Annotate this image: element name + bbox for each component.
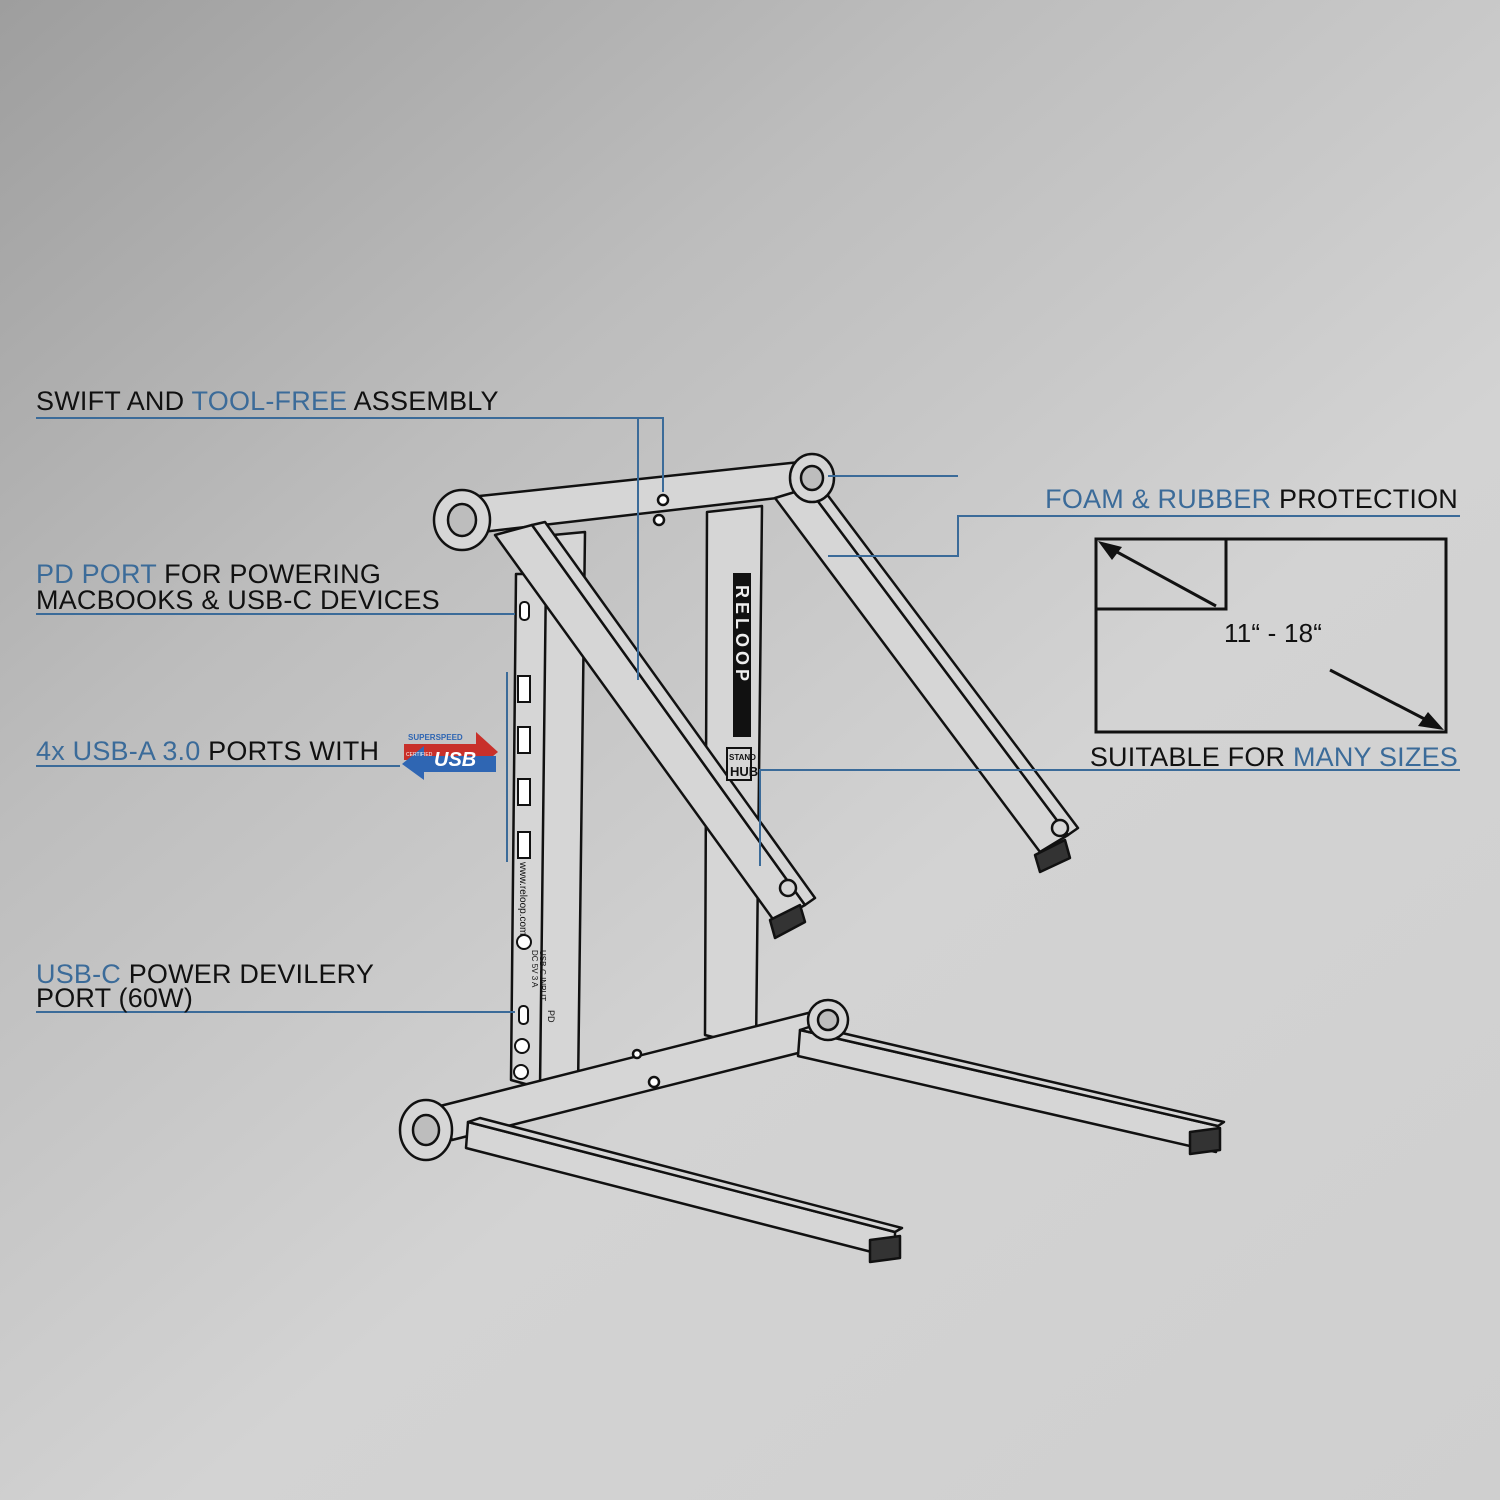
- bottom-crossbar: [438, 1008, 832, 1142]
- svg-text:CERTIFIED: CERTIFIED: [406, 752, 433, 758]
- front-foot: [464, 1120, 897, 1260]
- usb-a-port-4: [517, 831, 531, 859]
- usb-a-port-1: [517, 675, 531, 703]
- label-pd-port: PD PORT FOR POWERING: [36, 559, 382, 589]
- leader-assembly: [36, 417, 664, 492]
- svg-text:HUB: HUB: [730, 764, 758, 779]
- usb-a-port-3: [517, 778, 531, 806]
- label-foam: FOAM & RUBBER PROTECTION: [1045, 484, 1458, 514]
- svg-text:SUPERSPEED: SUPERSPEED: [408, 733, 463, 742]
- brand-plate: [733, 573, 751, 737]
- leader-foam: [828, 515, 1460, 557]
- pd-port: [519, 601, 530, 621]
- size-range-label: 11“ - 18“: [1224, 618, 1323, 648]
- back-foot: [796, 1028, 1220, 1154]
- label-sizes: SUITABLE FOR MANY SIZES: [1089, 742, 1458, 772]
- svg-text:STAND: STAND: [729, 753, 756, 762]
- website-text: www.reloop.com: [517, 861, 528, 935]
- right-support-arm: [773, 486, 1070, 854]
- usb-a-port-2: [517, 726, 531, 754]
- brand-text: RELOOP: [732, 585, 752, 685]
- input-label: USB-C INPUT: [538, 950, 547, 1001]
- svg-text:USB: USB: [434, 749, 476, 771]
- label-pd-port-line2: MACBOOKS & USB-C DEVICES: [36, 585, 440, 615]
- stand-hub-badge: [726, 747, 752, 781]
- usb-superspeed-logo: SUPERSPEED USB CERTIFIED: [402, 732, 498, 780]
- label-usb-a: 4x USB-A 3.0 PORTS WITH: [36, 736, 380, 766]
- pd-mark: PD: [546, 1010, 556, 1023]
- label-usb-c-power: USB-C POWER DEVILERY: [36, 959, 375, 989]
- leader-sizes: [759, 769, 1460, 866]
- label-usb-c-power-line2: PORT (60W): [36, 983, 194, 1013]
- size-diagram: [1094, 537, 1448, 734]
- label-assembly: SWIFT AND TOOL-FREE ASSEMBLY: [36, 386, 499, 416]
- usb-c-input-port: [518, 1005, 529, 1025]
- input-spec: DC 5V 3 A: [530, 950, 539, 988]
